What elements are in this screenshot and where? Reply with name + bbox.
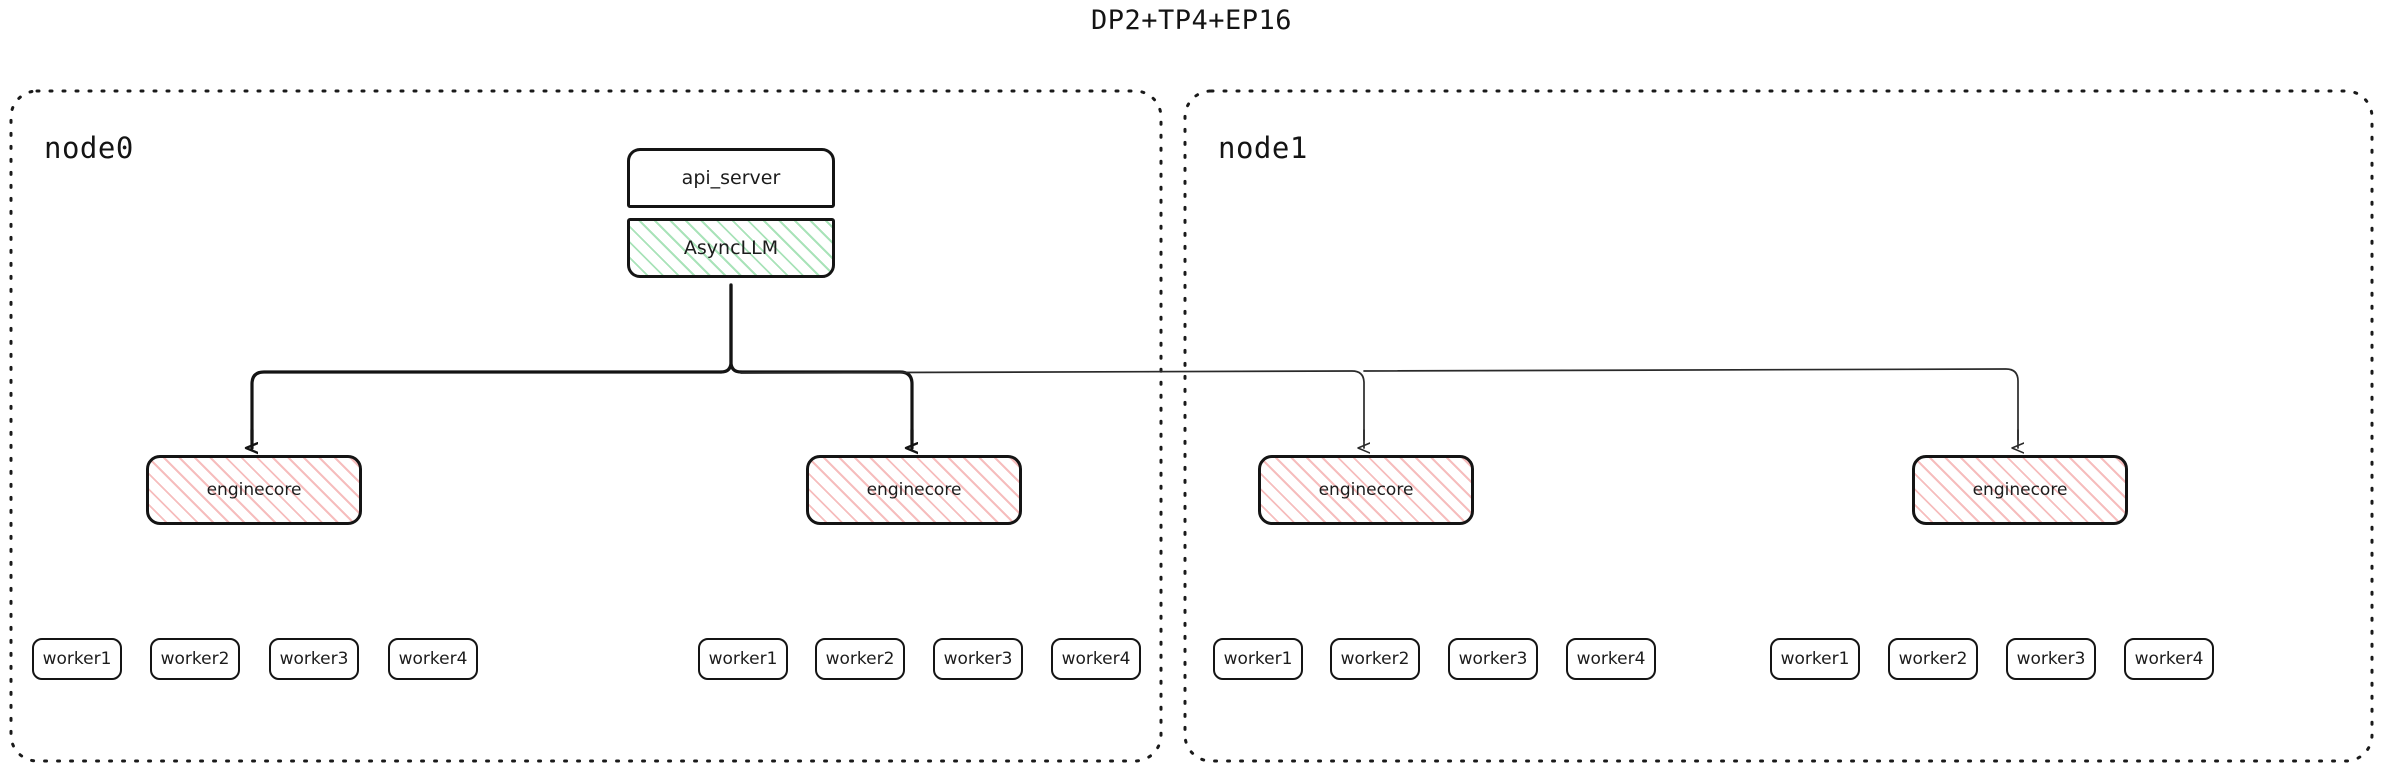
enginecore-box-node1-1[interactable]: enginecore (1912, 455, 2128, 525)
enginecore-label: enginecore (1972, 480, 2068, 500)
worker-label: worker3 (943, 649, 1013, 669)
asyncllm-box[interactable]: AsyncLLM (627, 218, 835, 278)
worker-label: worker2 (160, 649, 230, 669)
connector-trunk-branch4 (1363, 368, 2019, 441)
worker-box-n0g1-3[interactable]: worker3 (933, 638, 1023, 680)
worker-label: worker1 (1780, 649, 1850, 669)
api-server-box[interactable]: api_server (627, 148, 835, 208)
worker-label: worker3 (2016, 649, 2086, 669)
connector-trunk-branch2 (739, 370, 914, 442)
connector-trunk-branch3 (740, 370, 1365, 441)
enginecore-label: enginecore (1318, 480, 1414, 500)
worker-label: worker1 (1223, 649, 1293, 669)
worker-box-n0g0-1[interactable]: worker1 (32, 638, 122, 680)
worker-label: worker2 (1340, 649, 1410, 669)
enginecore-label: enginecore (866, 480, 962, 500)
worker-box-n1g1-4[interactable]: worker4 (2124, 638, 2214, 680)
worker-box-n1g1-3[interactable]: worker3 (2006, 638, 2096, 680)
worker-box-n1g0-2[interactable]: worker2 (1330, 638, 1420, 680)
connector-trunk-left (250, 370, 723, 442)
worker-label: worker3 (1458, 649, 1528, 669)
worker-box-n0g0-2[interactable]: worker2 (150, 638, 240, 680)
worker-box-n0g0-3[interactable]: worker3 (269, 638, 359, 680)
enginecore-box-node0-1[interactable]: enginecore (806, 455, 1022, 525)
enginecore-box-node0-0[interactable]: enginecore (146, 455, 362, 525)
connector-stem-right (729, 283, 743, 374)
api-server-label: api_server (681, 167, 781, 189)
page-title: DP2+TP4+EP16 (1090, 5, 1293, 36)
worker-box-n1g0-1[interactable]: worker1 (1213, 638, 1303, 680)
node0-label: node0 (44, 131, 134, 165)
enginecore-label: enginecore (206, 480, 302, 500)
worker-label: worker1 (708, 649, 778, 669)
enginecore-box-node1-0[interactable]: enginecore (1258, 455, 1474, 525)
worker-box-n1g0-3[interactable]: worker3 (1448, 638, 1538, 680)
worker-label: worker1 (42, 649, 112, 669)
worker-box-n1g1-2[interactable]: worker2 (1888, 638, 1978, 680)
worker-label: worker4 (1061, 649, 1131, 669)
node0-container (9, 89, 1163, 763)
worker-box-n1g0-4[interactable]: worker4 (1566, 638, 1656, 680)
worker-box-n0g1-2[interactable]: worker2 (815, 638, 905, 680)
worker-box-n0g1-1[interactable]: worker1 (698, 638, 788, 680)
worker-label: worker4 (2134, 649, 2204, 669)
worker-box-n0g1-4[interactable]: worker4 (1051, 638, 1141, 680)
worker-label: worker4 (398, 649, 468, 669)
worker-label: worker2 (1898, 649, 1968, 669)
node1-label: node1 (1218, 131, 1308, 165)
asyncllm-label: AsyncLLM (683, 237, 779, 259)
worker-label: worker2 (825, 649, 895, 669)
worker-label: worker3 (279, 649, 349, 669)
worker-box-n1g1-1[interactable]: worker1 (1770, 638, 1860, 680)
worker-label: worker4 (1576, 649, 1646, 669)
worker-box-n0g0-4[interactable]: worker4 (388, 638, 478, 680)
node1-container (1183, 89, 2374, 763)
